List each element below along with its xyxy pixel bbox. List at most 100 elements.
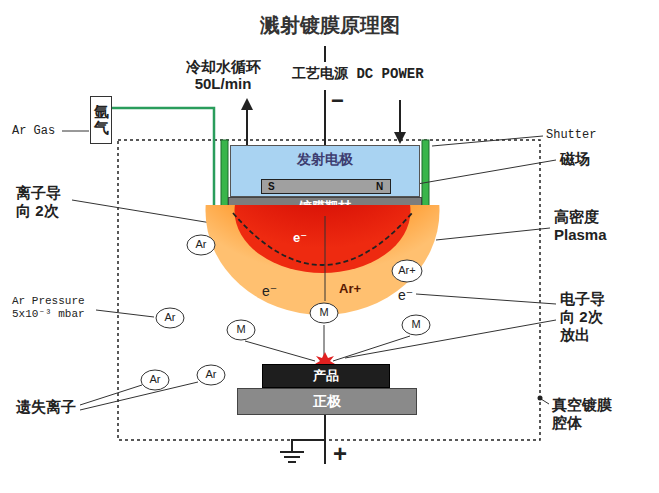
node-text: N: [376, 181, 383, 193]
atom-path: [245, 341, 315, 361]
annotation-label: Ar Gas: [12, 124, 55, 138]
circle-shape: [310, 303, 338, 323]
label-slot: Ar Gas: [12, 124, 55, 138]
circle-shape: [156, 308, 184, 328]
cooling-water-out: [246, 108, 248, 146]
ground-symbol: [288, 461, 296, 463]
annotation-label: +: [333, 440, 347, 469]
circle-shape: [141, 370, 169, 390]
annotation-label: 遗失离子: [16, 398, 76, 416]
annotation-label: 工艺电源 DC POWER: [292, 66, 424, 83]
plasma-core: [235, 205, 411, 273]
power-wire-cathode: [324, 90, 326, 145]
annotation-label: 真空镀膜腔体: [552, 396, 616, 432]
atom-path: [324, 325, 325, 358]
annotation-label: Shutter: [546, 128, 596, 142]
anode-plate: 正极: [237, 388, 417, 415]
node-text: Ar: [150, 373, 161, 386]
annotation-label: e⁻: [262, 283, 277, 300]
annotation-label: −: [331, 88, 344, 114]
label-slot: 离子导向 2次: [16, 184, 70, 220]
text-slot: 发射电极: [231, 151, 419, 168]
argon-atom-circle: Ar: [155, 307, 185, 329]
ground-symbol: [284, 456, 300, 458]
node-text: 正极: [313, 393, 341, 410]
leader-line: [416, 294, 556, 304]
plasma-outer: [206, 205, 440, 315]
label-slot: Shutter: [546, 128, 596, 142]
node-text: 氩气: [94, 104, 109, 137]
label-slot: 高密度 Plasma: [554, 208, 632, 244]
argon-atom-circle: Ar: [140, 369, 170, 391]
annotation-label: 磁场: [560, 150, 590, 168]
annotation-label: e⁻: [398, 287, 413, 304]
metal-atom-circle: M: [226, 319, 256, 341]
metal-atom-circle: M: [401, 314, 431, 336]
label-slot: −: [331, 88, 344, 114]
text-slot: N: [376, 181, 383, 193]
label-slot: 工艺电源 DC POWER: [292, 66, 424, 83]
arrowhead-up: [241, 98, 253, 110]
leader-line: [432, 136, 543, 146]
magnet-block: SN: [261, 179, 391, 194]
text-slot: Ar+: [339, 281, 361, 297]
node-text: 产品: [313, 368, 339, 384]
label-slot: 真空镀膜腔体: [552, 396, 616, 432]
leader-line: [62, 131, 89, 132]
circle-shape: [227, 320, 255, 340]
gas-feed-line: [112, 108, 228, 207]
product-substrate: 产品: [262, 364, 390, 388]
leader-line: [436, 228, 550, 240]
node-text: Ar: [196, 238, 207, 251]
ground-symbol: [280, 451, 304, 453]
node-text: e⁻: [293, 230, 307, 246]
power-wire-top: [324, 46, 326, 62]
annotation-label: 电子导向 2次放出: [560, 290, 614, 344]
annotation-label: Ar Pressure 5x10⁻³ mbar: [12, 295, 94, 321]
gas-bottle-box: 氩气: [90, 96, 112, 144]
node-text: S: [268, 181, 275, 193]
connector-line: [112, 108, 228, 207]
label-slot: Ar Pressure 5x10⁻³ mbar: [12, 295, 94, 321]
label-slot: e⁻: [262, 283, 277, 300]
node-text: Ar: [206, 368, 217, 381]
node-text: M: [236, 323, 245, 336]
impact-burst: [315, 352, 335, 364]
node-text: M: [319, 306, 328, 319]
label-slot: 电子导向 2次放出: [560, 290, 614, 344]
annotation-label: 冷却水循环 50L/min: [176, 58, 270, 93]
leader-line: [80, 382, 198, 410]
title-slot: 溅射镀膜原理图: [0, 12, 659, 39]
label-slot: +: [333, 440, 347, 469]
cooling-water-in: [399, 100, 401, 134]
annotation-label: 离子导向 2次: [16, 184, 70, 220]
metal-atom-circle: M: [309, 302, 339, 324]
cathode-electrode: 发射电极SN: [230, 145, 420, 197]
node-text: Ar+: [339, 281, 361, 297]
node-text: 发射电极: [231, 151, 419, 168]
leader-dot: [538, 396, 543, 401]
leader-line: [541, 399, 549, 404]
leader-line: [400, 160, 556, 187]
circle-shape: [187, 235, 215, 255]
leader-line: [96, 310, 154, 317]
leader-line: [80, 385, 142, 405]
node-text: Ar: [165, 311, 176, 324]
atom-path: [333, 336, 410, 361]
label-slot: 冷却水循环 50L/min: [176, 58, 270, 93]
node-text: M: [411, 318, 420, 331]
ground-wire: [292, 440, 325, 452]
argon-ion-circle: Ar+: [391, 259, 423, 283]
argon-atom-circle: Ar: [186, 234, 216, 256]
circle-shape: [392, 260, 422, 282]
argon-atom-circle: Ar: [196, 364, 226, 386]
diagram-title: 溅射镀膜原理图: [0, 12, 659, 39]
ion-path-line: [325, 216, 326, 301]
label-slot: 遗失离子: [16, 398, 76, 416]
arrowhead-down: [394, 132, 406, 144]
circle-shape: [197, 365, 225, 385]
circle-shape: [402, 315, 430, 335]
label-slot: e⁻: [398, 287, 413, 304]
label-slot: 磁场: [560, 150, 590, 168]
